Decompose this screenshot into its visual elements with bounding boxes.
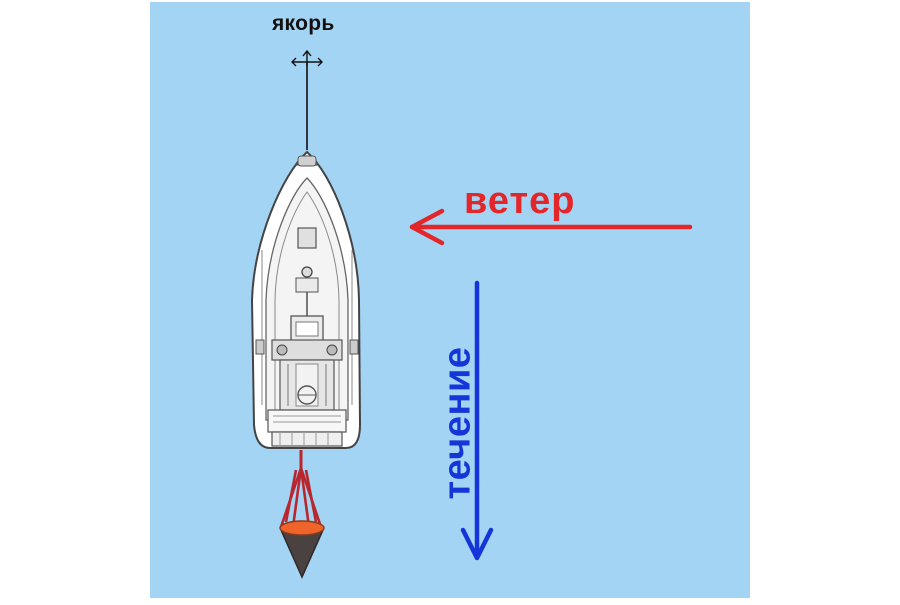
anchor-label: якорь bbox=[272, 12, 335, 36]
water-background bbox=[150, 2, 750, 598]
current-label: течение bbox=[437, 350, 480, 500]
wind-label: ветер bbox=[464, 180, 575, 223]
